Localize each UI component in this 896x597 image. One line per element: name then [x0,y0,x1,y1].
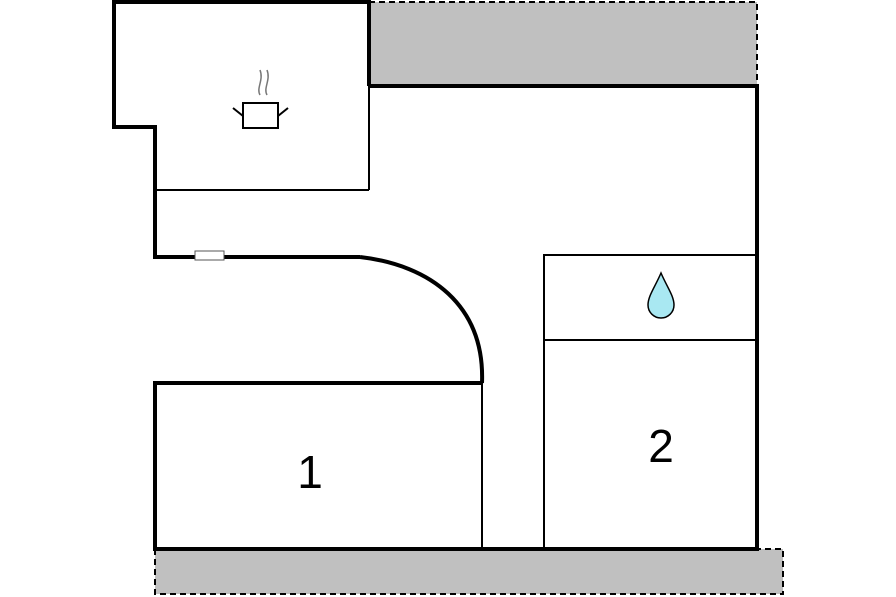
room-1-label: 1 [297,446,323,498]
outer-walls [112,0,759,551]
wall-room-1-top [153,84,759,551]
bathroom-outline [543,254,758,341]
terrace-bottom [154,548,784,595]
radiator-icon [194,250,225,261]
wall-kitchen-outline [112,0,371,259]
terrace-top [369,1,758,86]
interior-walls [155,86,758,549]
room-2-label: 2 [648,420,674,472]
water-drop-icon [647,271,675,319]
cooking-pot-icon [232,69,289,129]
wall-curved [359,255,485,384]
